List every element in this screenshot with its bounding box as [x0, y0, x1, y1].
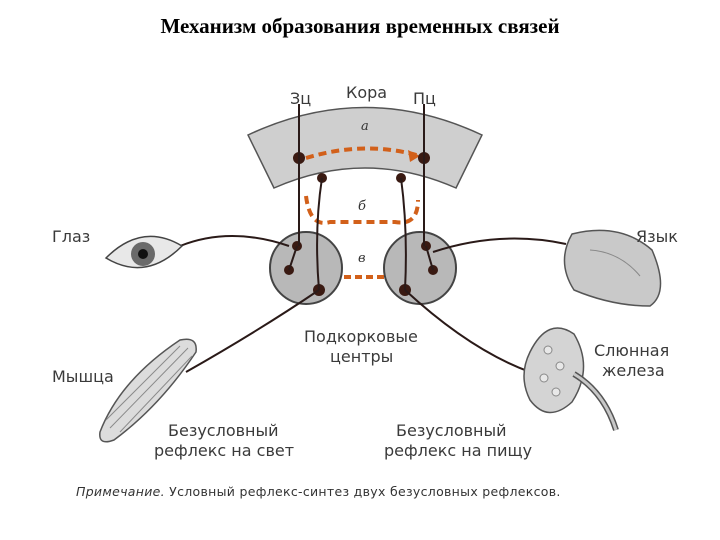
- label-gland-2: железа: [602, 361, 665, 380]
- label-eye: Глаз: [52, 227, 90, 246]
- label-subcortical-2: центры: [330, 347, 393, 366]
- label-path-b: б: [358, 199, 366, 214]
- label-subcortical-1: Подкорковые: [304, 327, 418, 346]
- label-cortex: Кора: [346, 83, 387, 102]
- subcortical-center-right: [384, 232, 456, 304]
- label-reflex-food-1: Безусловный: [396, 421, 507, 440]
- nerve-tongue: [433, 239, 566, 252]
- nerve-eye: [180, 236, 289, 246]
- label-muscle: Мышца: [52, 367, 114, 386]
- eye-icon: [106, 236, 182, 267]
- label-reflex-food-2: рефлекс на пищу: [384, 441, 532, 460]
- nerve-muscle: [186, 290, 319, 372]
- label-reflex-light-1: Безусловный: [168, 421, 279, 440]
- label-path-a: а: [361, 119, 369, 134]
- label-tongue: Язык: [636, 227, 678, 246]
- label-pc: Пц: [413, 89, 436, 108]
- label-zc: Зц: [290, 89, 311, 108]
- footnote: Примечание. Условный рефлекс-синтез двух…: [76, 484, 676, 499]
- label-gland-1: Слюнная: [594, 341, 669, 360]
- footnote-text: Условный рефлекс-синтез двух безусловных…: [165, 484, 561, 499]
- label-reflex-light-2: рефлекс на свет: [154, 441, 294, 460]
- footnote-label: Примечание.: [76, 484, 165, 499]
- label-path-v: в: [358, 251, 366, 266]
